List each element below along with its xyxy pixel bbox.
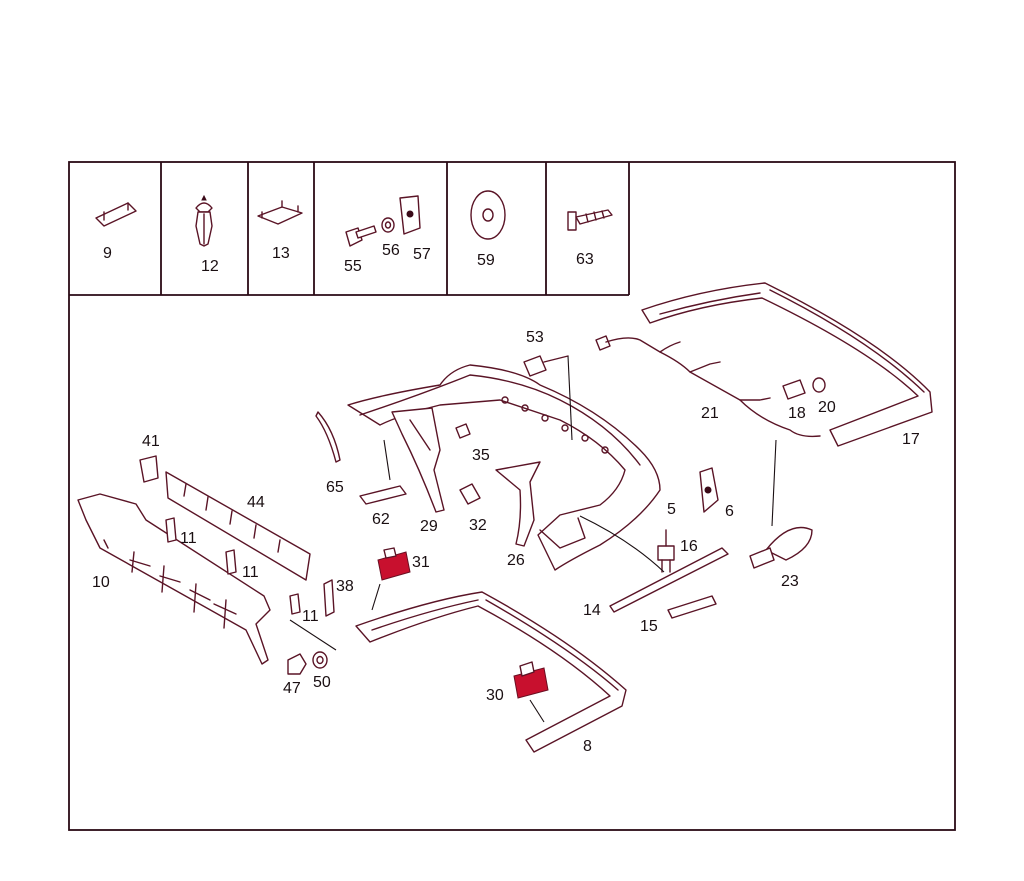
label-9: 9 xyxy=(103,245,112,262)
part-12-rivet xyxy=(195,194,213,247)
label-38: 38 xyxy=(336,578,354,595)
label-63: 63 xyxy=(576,251,594,268)
label-18: 18 xyxy=(788,405,806,422)
part-41-block xyxy=(139,455,159,483)
label-41: 41 xyxy=(142,433,160,450)
label-23: 23 xyxy=(781,573,799,590)
part-9-clip xyxy=(95,202,137,227)
label-11-c: 11 xyxy=(302,608,319,625)
part-5-bumper-cover xyxy=(347,364,661,571)
label-32: 32 xyxy=(469,517,487,534)
part-11-clip-b xyxy=(225,549,237,575)
label-20: 20 xyxy=(818,399,836,416)
part-10-carrier xyxy=(77,493,271,665)
label-16: 16 xyxy=(680,538,698,555)
part-55-bolt xyxy=(345,225,377,247)
part-50-washer xyxy=(312,651,328,669)
label-47: 47 xyxy=(283,680,301,697)
part-13-plate xyxy=(257,200,303,225)
label-31: 31 xyxy=(412,554,430,571)
part-11-clip-a xyxy=(165,517,177,543)
label-17: 17 xyxy=(902,431,920,448)
label-10: 10 xyxy=(92,574,110,591)
part-29-bracket xyxy=(391,407,445,513)
label-57: 57 xyxy=(413,246,431,263)
part-59-disc xyxy=(470,190,506,240)
label-55: 55 xyxy=(344,258,362,275)
label-35: 35 xyxy=(472,447,490,464)
part-6-clip xyxy=(699,467,719,513)
label-26: 26 xyxy=(507,552,525,569)
label-14: 14 xyxy=(583,602,601,619)
part-14-strip xyxy=(609,547,729,613)
label-15: 15 xyxy=(640,618,658,635)
diagram-frame xyxy=(68,161,956,831)
part-32-bolt xyxy=(459,483,481,505)
part-21-harness xyxy=(595,335,821,438)
label-12: 12 xyxy=(201,258,219,275)
label-59: 59 xyxy=(477,252,495,269)
part-30-clip xyxy=(513,661,549,699)
label-11-b: 11 xyxy=(242,564,259,581)
part-65-strip xyxy=(315,411,341,463)
part-44-absorber xyxy=(165,471,311,581)
label-65: 65 xyxy=(326,479,344,496)
label-8: 8 xyxy=(583,738,592,755)
part-26-bracket xyxy=(495,461,541,547)
part-16-rivet xyxy=(657,529,675,573)
label-11-a: 11 xyxy=(180,530,197,547)
label-62: 62 xyxy=(372,511,390,528)
part-53-bolt xyxy=(523,355,569,377)
part-11-clip-c xyxy=(289,593,301,615)
part-47-nut xyxy=(287,653,307,675)
part-31-clip xyxy=(377,547,411,581)
label-6: 6 xyxy=(725,503,734,520)
part-62-clip xyxy=(359,485,407,505)
label-44: 44 xyxy=(247,494,265,511)
label-53: 53 xyxy=(526,329,544,346)
part-17-upper-trim xyxy=(641,282,933,447)
label-13: 13 xyxy=(272,245,290,262)
part-38-bracket xyxy=(323,579,335,617)
part-23-cable-tie xyxy=(749,526,813,569)
part-8-lower-trim xyxy=(355,591,627,753)
label-50: 50 xyxy=(313,674,331,691)
part-57-nut-clip xyxy=(399,195,421,235)
part-20-grommet xyxy=(812,377,826,393)
part-56-washer xyxy=(381,217,395,233)
part-18-connector xyxy=(782,379,806,400)
label-30: 30 xyxy=(486,687,504,704)
leader-lines xyxy=(289,355,777,723)
label-21: 21 xyxy=(701,405,719,422)
part-15-plate xyxy=(667,595,717,619)
legend-boxes xyxy=(69,162,630,296)
part-63-push-pin xyxy=(567,209,613,231)
label-29: 29 xyxy=(420,518,438,535)
part-35-pin xyxy=(455,423,471,439)
label-5: 5 xyxy=(667,501,676,518)
label-56: 56 xyxy=(382,242,400,259)
